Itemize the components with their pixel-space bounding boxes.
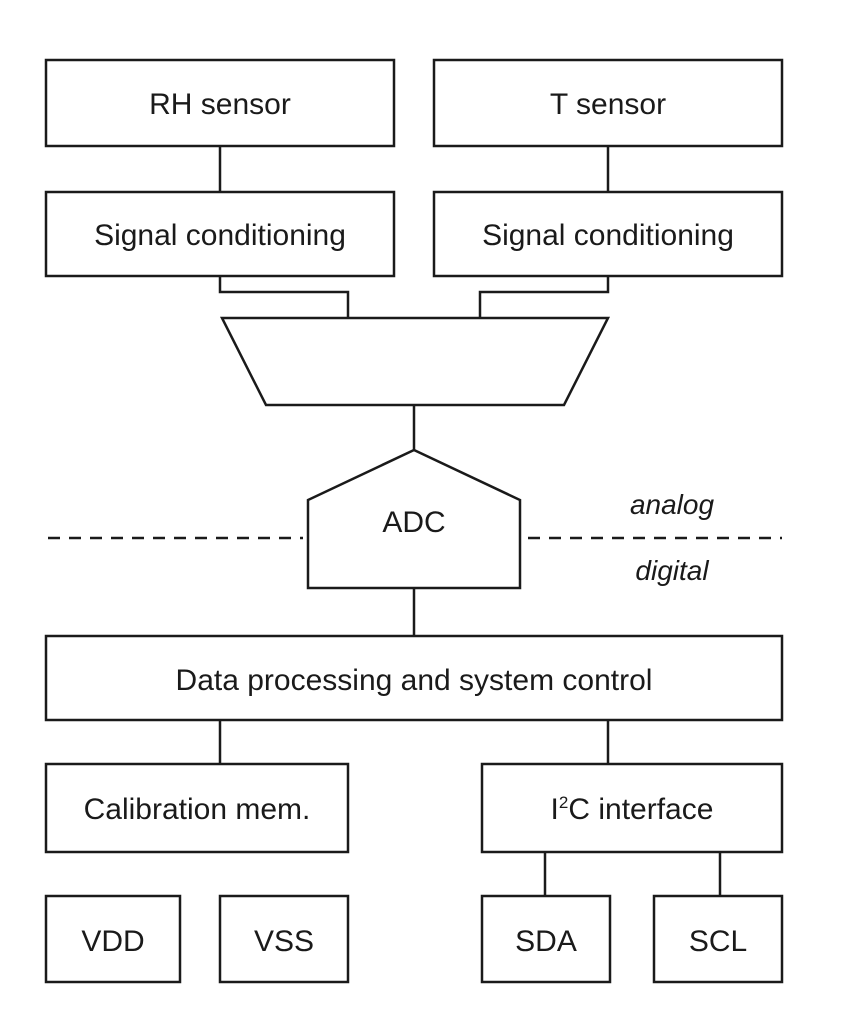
i2c-interface-label: I2C interface [551,793,714,826]
multiplexer-shape [219,316,611,407]
calibration-memory-block: Calibration mem. [44,762,350,854]
rh-sensor-block: RH sensor [44,58,396,148]
adc-label: ADC [382,506,445,539]
wire-right-conditioning-to-mux [478,276,610,318]
scl-pin-block: SCL [652,894,784,984]
digital-label: digital [635,555,709,586]
rh-sensor-label: RH sensor [149,88,291,121]
vdd-label: VDD [81,925,144,958]
signal-conditioning-left-label: Signal conditioning [94,219,346,252]
wire-left-conditioning-to-mux [218,276,350,318]
connections [218,146,722,896]
signal-conditioning-right-block: Signal conditioning [432,190,784,278]
t-sensor-block: T sensor [432,58,784,148]
t-sensor-label: T sensor [550,88,666,121]
sda-pin-block: SDA [480,894,612,984]
vss-pin-block: VSS [218,894,350,984]
i2c-interface-block: I2C interface [480,762,784,854]
vdd-pin-block: VDD [44,894,182,984]
data-processing-block: Data processing and system control [44,634,784,722]
sda-label: SDA [515,925,577,958]
calibration-memory-label: Calibration mem. [84,793,311,826]
signal-conditioning-right-label: Signal conditioning [482,219,734,252]
signal-conditioning-left-block: Signal conditioning [44,190,396,278]
vss-label: VSS [254,925,314,958]
data-processing-label: Data processing and system control [176,664,653,697]
analog-label: analog [630,489,715,520]
analog-digital-boundary: analog digital [48,489,782,586]
scl-label: SCL [689,925,747,958]
adc-block: ADC [306,448,522,590]
